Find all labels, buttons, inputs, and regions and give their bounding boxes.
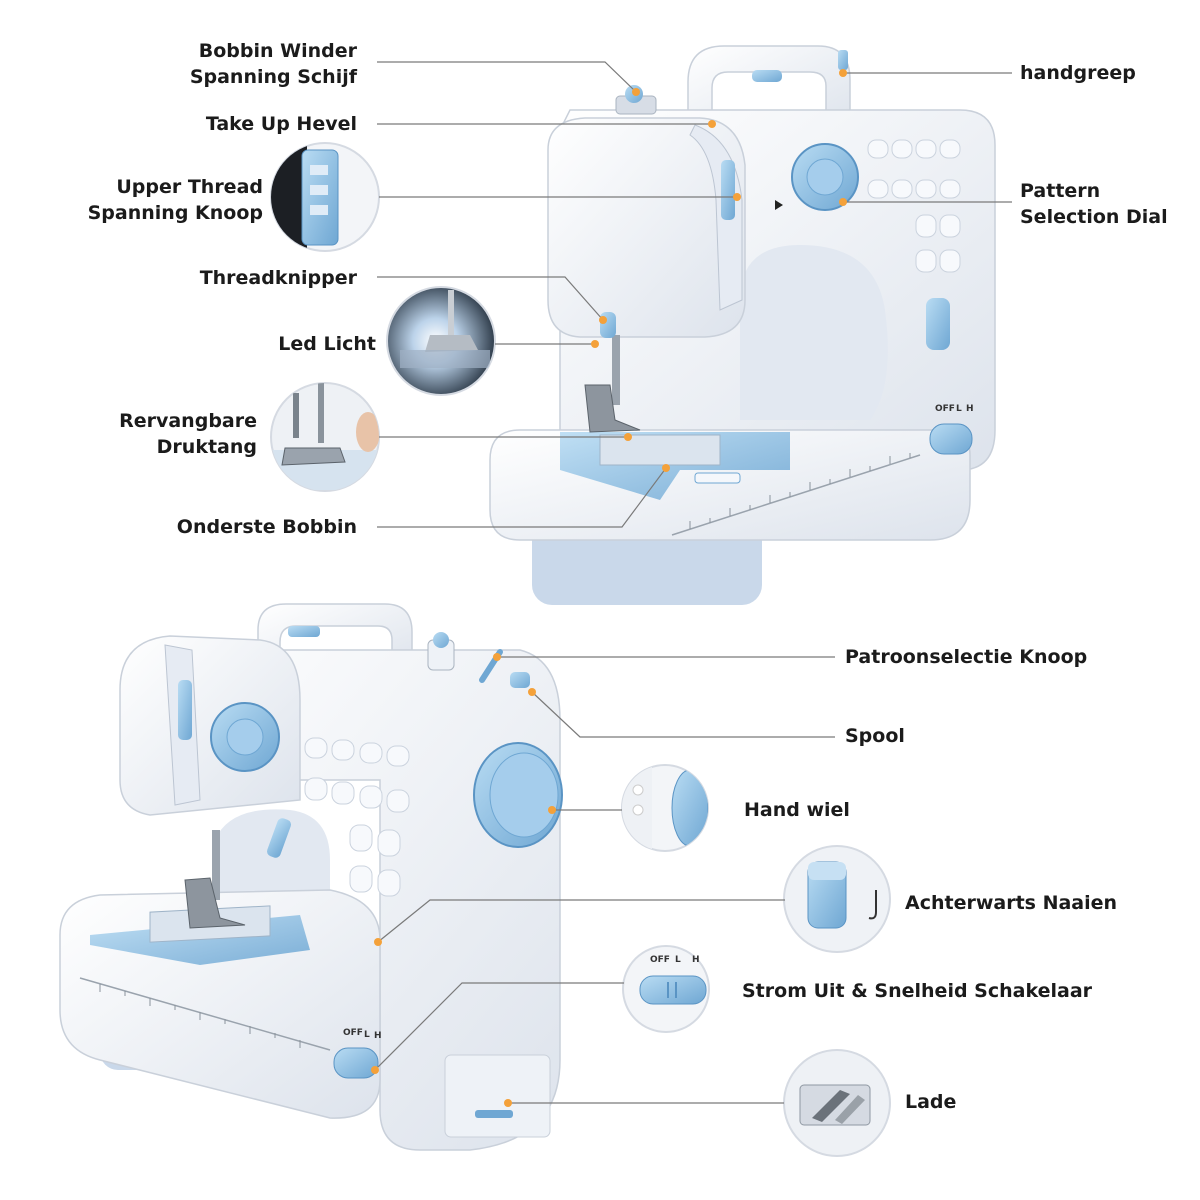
switch-high-label-bottom: H — [374, 1031, 382, 1041]
leader-lines — [374, 61, 1012, 1104]
label-pattern-dial: Pattern Selection Dial — [1020, 180, 1168, 228]
label-lower-bobbin: Onderste Bobbin — [176, 516, 357, 538]
label-led-light: Led Licht — [278, 333, 376, 355]
bottom-sewing-machine — [59, 603, 563, 1151]
marker-dots — [371, 69, 847, 1107]
inset-presser-foot — [270, 382, 380, 492]
inset-drawer — [783, 1049, 891, 1157]
label-take-up-lever: Take Up Hevel — [205, 113, 357, 135]
switch-off-label-inset: OFF — [650, 955, 670, 965]
label-drawer: Lade — [905, 1091, 957, 1113]
label-handle: handgreep — [1020, 62, 1136, 84]
inset-hand-wheel — [621, 764, 709, 852]
switch-low-label-top: L — [956, 404, 962, 414]
switch-off-label-top: OFF — [935, 404, 955, 414]
switch-high-label-top: H — [966, 404, 974, 414]
switch-high-label-inset: H — [692, 955, 700, 965]
label-hand-wheel: Hand wiel — [744, 799, 850, 821]
top-sewing-machine — [489, 45, 996, 605]
label-pattern-knob: Patroonselectie Knoop — [845, 646, 1088, 668]
switch-off-label-bottom: OFF — [343, 1028, 363, 1038]
label-thread-cutter: Threadknipper — [199, 267, 357, 289]
switch-low-label-bottom: L — [364, 1030, 370, 1040]
inset-power-switch — [622, 945, 710, 1033]
label-spool: Spool — [845, 725, 905, 747]
label-upper-thread-tension: Upper Thread Spanning Knoop — [87, 176, 263, 224]
label-bobbin-winder: Bobbin Winder Spanning Schijf — [189, 40, 357, 88]
inset-reverse-lever — [783, 845, 891, 953]
inset-upper-thread-tension — [270, 142, 380, 252]
inset-led-light — [386, 286, 496, 396]
label-power-speed-switch: Strom Uit & Snelheid Schakelaar — [742, 980, 1093, 1002]
label-presser-foot: Rervangbare Druktang — [119, 410, 257, 458]
switch-low-label-inset: L — [675, 955, 681, 965]
label-reverse-sewing: Achterwarts Naaien — [905, 892, 1118, 914]
